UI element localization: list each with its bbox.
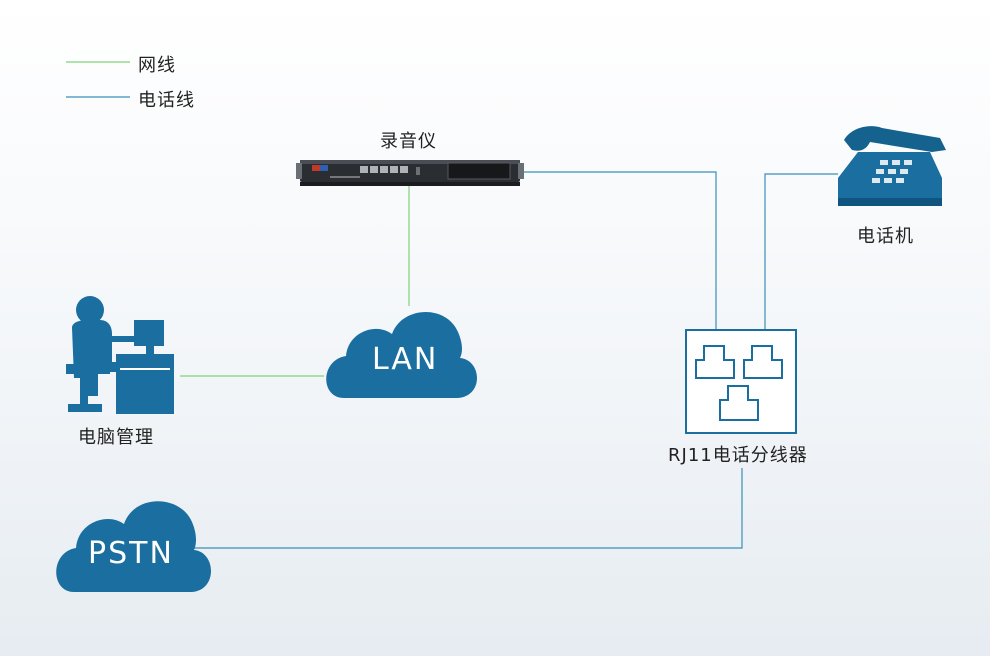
rj11-splitter-icon — [685, 329, 797, 434]
lan-cloud-icon — [326, 311, 477, 398]
pstn-label: PSTN — [88, 536, 174, 571]
recorder-device-icon — [296, 160, 524, 186]
legend-network-line-label: 网线 — [138, 55, 176, 76]
pc-management-icon — [66, 296, 174, 414]
telephone-icon — [838, 126, 946, 206]
recorder-to-splitter-line — [520, 171, 717, 330]
lan-label: LAN — [372, 342, 439, 377]
phone-to-splitter-line — [764, 173, 838, 330]
recorder-label: 录音仪 — [380, 131, 437, 152]
telephone-label: 电话机 — [857, 226, 914, 247]
pstn-to-splitter-line — [190, 468, 743, 549]
pc-management-label: 电脑管理 — [78, 427, 154, 448]
pstn-cloud-icon — [56, 501, 212, 592]
splitter-label: RJ11电话分线器 — [668, 445, 808, 466]
legend-phone-line-label: 电话线 — [138, 90, 195, 111]
